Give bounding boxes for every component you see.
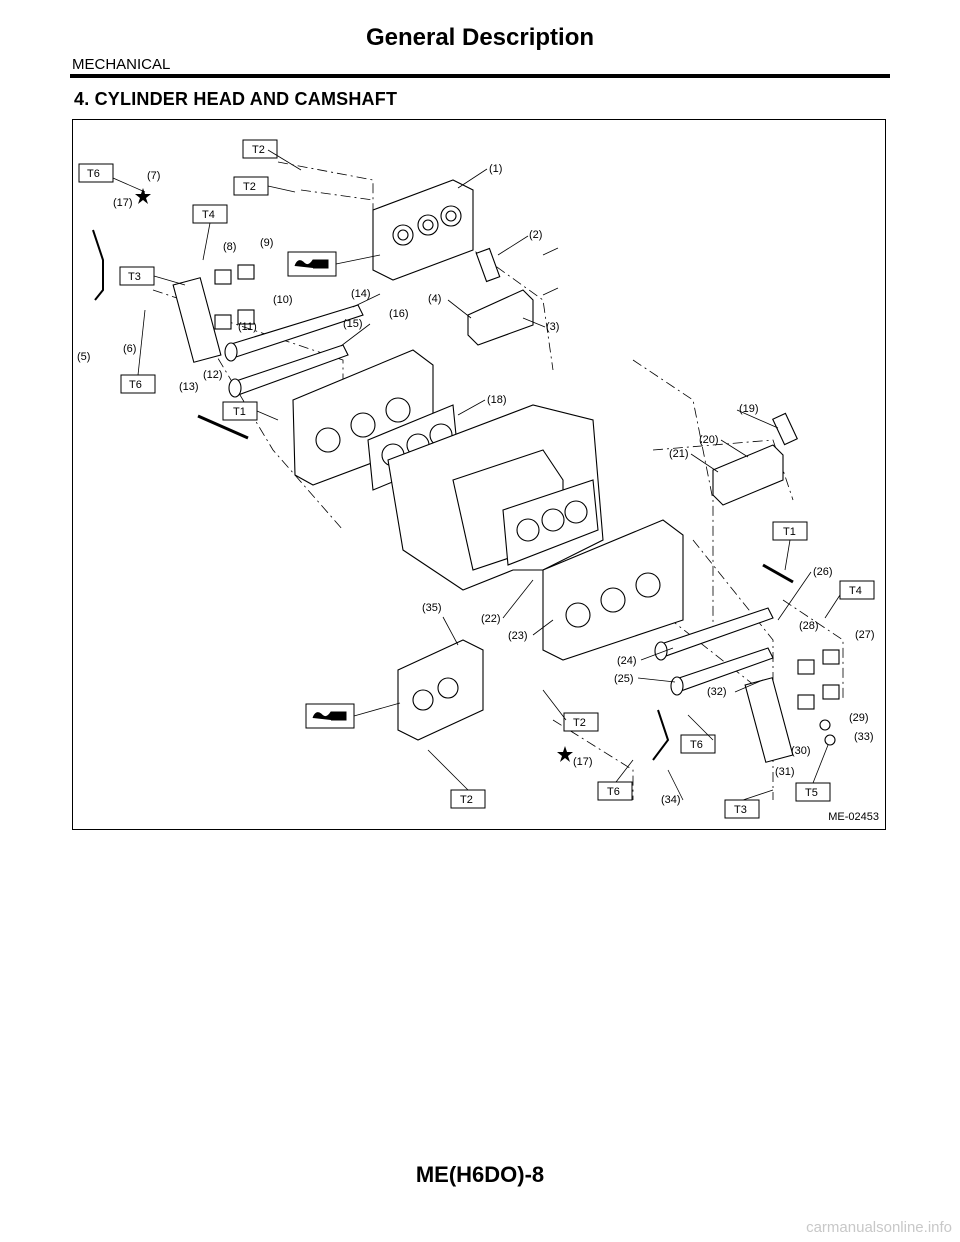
exploded-view-figure: T6 T2 T2 T4 T3 T6 T1 T1 T4 T2 T6 T2 T6 T…: [72, 119, 886, 830]
cylinder-head-rh: [542, 519, 684, 661]
part-callout: (27): [855, 629, 875, 641]
torque-label: T5: [805, 787, 818, 799]
oil-switching-solenoid-rh: [712, 412, 798, 506]
part-callout: (1): [489, 163, 502, 175]
camshaft-caps-lh: [172, 264, 255, 363]
torque-label: T6: [607, 786, 620, 798]
part-callout: (33): [854, 731, 874, 743]
part-callout: (30): [791, 745, 811, 757]
torque-label: T2: [243, 181, 256, 193]
part-callout: (9): [260, 237, 273, 249]
cylinder-head-cover-rh: [397, 639, 484, 741]
part-callout: (4): [428, 293, 441, 305]
star-icon: [557, 746, 573, 762]
part-callout: (3): [546, 321, 559, 333]
torque-label: T1: [783, 526, 796, 538]
part-callout: (28): [799, 620, 819, 632]
part-callout: (13): [179, 381, 199, 393]
watermark: carmanualsonline.info: [806, 1219, 952, 1236]
figure-id: ME-02453: [828, 811, 879, 823]
head-bolt: [197, 414, 794, 584]
page-title: General Description: [365, 24, 595, 51]
part-callout: (5): [77, 351, 90, 363]
torque-label: T1: [233, 406, 246, 418]
torque-label: T3: [734, 804, 747, 816]
part-callout: (15): [343, 318, 363, 330]
camshaft-caps-rh: [744, 649, 840, 763]
header-divider: [70, 74, 890, 78]
part-callout: (21): [669, 448, 689, 460]
torque-label: T2: [460, 794, 473, 806]
camshaft-rh: [654, 607, 774, 696]
torque-label: T2: [252, 144, 265, 156]
cylinder-head-cover-lh: [372, 179, 474, 281]
part-callout: (29): [849, 712, 869, 724]
part-callout: (10): [273, 294, 293, 306]
part-callouts: (1) (2) (3) (4) (5) (6) (7) (8) (9) (10)…: [77, 163, 875, 806]
exploded-view-drawing: T6 T2 T2 T4 T3 T6 T1 T1 T4 T2 T6 T2 T6 T…: [77, 139, 875, 819]
part-callout: (34): [661, 794, 681, 806]
leader-lines: [112, 149, 841, 801]
torque-label: T4: [202, 209, 215, 221]
torque-label: T6: [690, 739, 703, 751]
part-callout: (12): [203, 369, 223, 381]
oil-switching-solenoid-lh: [467, 247, 559, 346]
part-callout: (24): [617, 655, 637, 667]
torque-label: T6: [129, 379, 142, 391]
torque-label: T2: [573, 717, 586, 729]
section-heading: 4. CYLINDER HEAD AND CAMSHAFT: [74, 89, 398, 109]
part-callout: (11): [238, 321, 257, 333]
liquid-gasket-icon: [305, 703, 355, 729]
cylinder-head-gasket-rh: [502, 479, 599, 566]
liquid-gasket-icon: [287, 251, 337, 277]
part-callout: (31): [775, 766, 795, 778]
part-callout: (19): [739, 403, 759, 415]
star-icon: [135, 188, 151, 204]
part-callout: (22): [481, 613, 501, 625]
part-callout: (23): [508, 630, 528, 642]
part-callout: (17): [573, 756, 593, 768]
part-callout: (18): [487, 394, 507, 406]
part-callout: (2): [529, 229, 542, 241]
torque-labels: T6 T2 T2 T4 T3 T6 T1 T1 T4 T2 T6 T2 T6 T…: [78, 139, 875, 819]
part-callout: (32): [707, 686, 727, 698]
part-callout: (6): [123, 343, 136, 355]
torque-label: T3: [128, 271, 141, 283]
part-callout: (14): [351, 288, 371, 300]
part-callout: (20): [699, 434, 719, 446]
torque-label: T4: [849, 585, 862, 597]
part-callout: (25): [614, 673, 634, 685]
part-callout: (16): [389, 308, 409, 320]
oil-pipes: [92, 229, 670, 761]
camshaft-lh: [224, 304, 364, 398]
section-label: MECHANICAL: [72, 56, 171, 73]
part-callout: (17): [113, 197, 133, 209]
torque-label: T6: [87, 168, 100, 180]
part-callout: (7): [147, 170, 160, 182]
part-callout: (26): [813, 566, 833, 578]
part-callout: (8): [223, 241, 236, 253]
page-number: ME(H6DO)-8: [415, 1162, 545, 1187]
part-callout: (35): [422, 602, 442, 614]
